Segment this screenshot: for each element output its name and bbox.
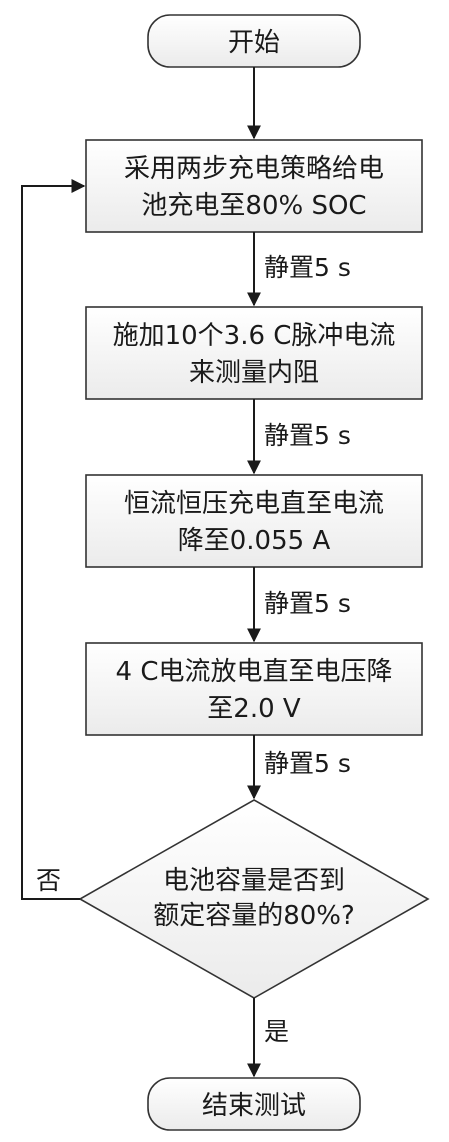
process-step-4: 4 C电流放电直至电压降 至2.0 V bbox=[85, 642, 423, 736]
decision-line2: 额定容量的80%? bbox=[153, 901, 355, 931]
step3-line2: 降至0.055 A bbox=[178, 526, 331, 556]
rest-label-2: 静置5 s bbox=[264, 421, 351, 450]
step2-line2: 来测量内阻 bbox=[189, 358, 319, 388]
rest-label-4: 静置5 s bbox=[264, 749, 351, 778]
yes-label: 是 bbox=[264, 1017, 289, 1046]
decision-line1: 电池容量是否到 bbox=[163, 866, 345, 896]
end-label: 结束测试 bbox=[202, 1091, 306, 1121]
step4-line1: 4 C电流放电直至电压降 bbox=[116, 657, 393, 687]
step4-line2: 至2.0 V bbox=[207, 694, 301, 724]
end-terminator: 结束测试 bbox=[147, 1077, 361, 1131]
process-step-2: 施加10个3.6 C脉冲电流 来测量内阻 bbox=[85, 306, 423, 400]
start-terminator: 开始 bbox=[147, 14, 361, 68]
step2-line1: 施加10个3.6 C脉冲电流 bbox=[113, 321, 396, 351]
step1-line1: 采用两步充电策略给电 bbox=[124, 154, 384, 184]
step1-line2: 池充电至80% SOC bbox=[141, 191, 366, 221]
process-step-3: 恒流恒压充电直至电流 降至0.055 A bbox=[85, 474, 423, 568]
decision-node: 电池容量是否到 额定容量的80%? bbox=[78, 799, 430, 999]
start-label: 开始 bbox=[228, 28, 280, 58]
rest-label-3: 静置5 s bbox=[264, 589, 351, 618]
no-label: 否 bbox=[36, 866, 61, 895]
rest-label-1: 静置5 s bbox=[264, 253, 351, 282]
process-step-1: 采用两步充电策略给电 池充电至80% SOC bbox=[85, 139, 423, 233]
arrow-no-loop bbox=[21, 179, 86, 900]
step3-line1: 恒流恒压充电直至电流 bbox=[124, 489, 384, 519]
